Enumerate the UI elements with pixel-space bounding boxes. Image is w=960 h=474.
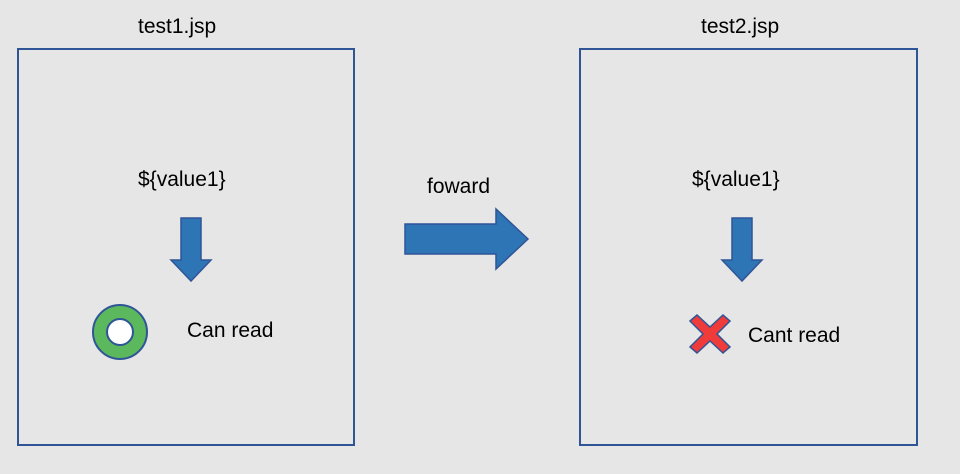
forward-label: foward [427, 175, 491, 198]
right-panel-expression: ${value1} [692, 168, 780, 191]
right-down-arrow-icon [720, 217, 764, 283]
right-panel-title: test2.jsp [701, 15, 780, 38]
forward-arrow-icon [404, 207, 530, 271]
left-panel [17, 48, 355, 446]
right-result-label: Cant read [748, 324, 841, 347]
right-panel [579, 48, 918, 446]
red-x-icon [688, 313, 732, 355]
left-panel-expression: ${value1} [138, 168, 226, 191]
left-panel-title: test1.jsp [138, 15, 217, 38]
left-down-arrow-icon [169, 217, 213, 283]
green-ring-icon [92, 304, 148, 360]
left-result-label: Can read [187, 319, 274, 342]
